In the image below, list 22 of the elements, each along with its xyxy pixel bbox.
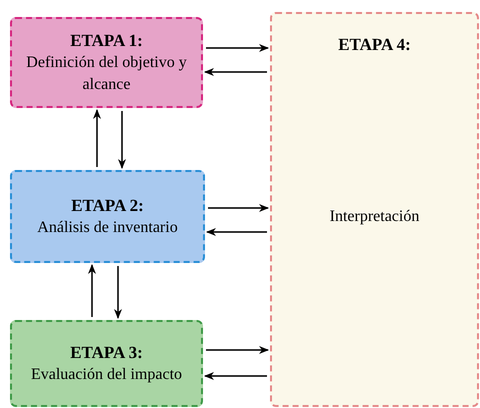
arrow xyxy=(204,68,267,76)
stage-description: Análisis de inventario xyxy=(37,218,178,238)
stage-box xyxy=(10,17,203,108)
arrow xyxy=(88,264,96,317)
arrow xyxy=(206,346,269,354)
arrow xyxy=(114,266,122,319)
stage-description: Interpretación xyxy=(330,207,420,227)
stage-description: Definición del objetivo y alcance xyxy=(25,52,188,94)
arrow xyxy=(206,44,269,52)
stage-description: Evaluación del impacto xyxy=(30,364,182,384)
arrow xyxy=(208,204,269,212)
arrow xyxy=(93,109,101,167)
stage-title: ETAPA 4: xyxy=(338,34,411,56)
stage-box xyxy=(10,320,203,407)
stage-title: ETAPA 2: xyxy=(71,194,144,216)
stage-title: ETAPA 3: xyxy=(70,342,143,364)
arrow xyxy=(118,111,126,169)
arrow xyxy=(206,228,267,236)
stage-title: ETAPA 1: xyxy=(70,30,143,52)
arrow xyxy=(204,372,267,380)
stage-box xyxy=(10,170,205,263)
stage-box xyxy=(270,12,479,407)
